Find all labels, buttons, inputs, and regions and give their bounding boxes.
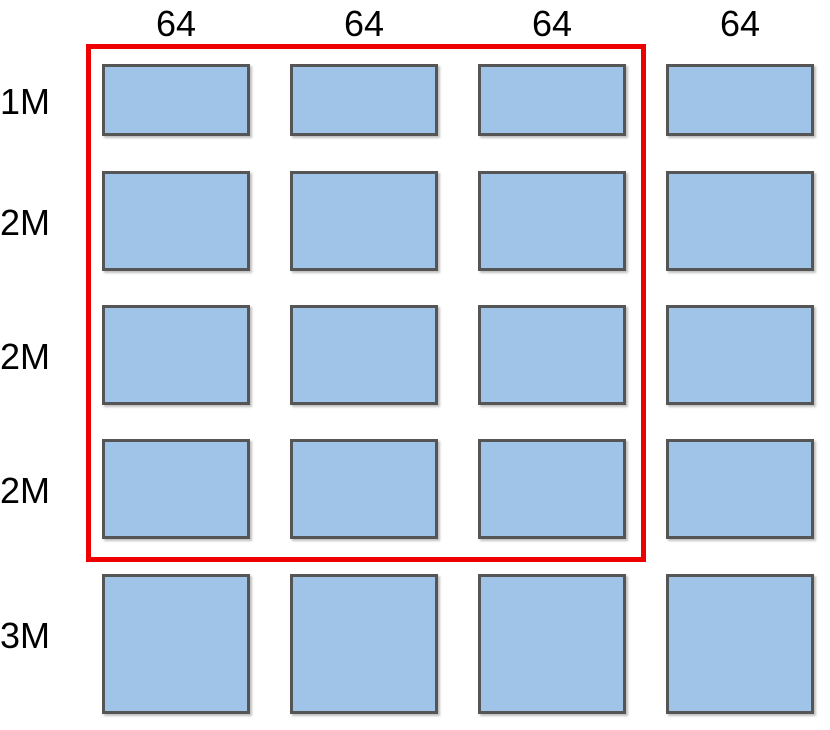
block-r4-c4 <box>666 439 814 539</box>
block-r1-c2 <box>290 64 438 136</box>
block-r4-c2 <box>290 439 438 539</box>
block-r1-c3 <box>478 64 626 136</box>
block-r5-c3 <box>478 574 626 714</box>
column-label-4: 64 <box>719 3 761 44</box>
block-r5-c2 <box>290 574 438 714</box>
block-r1-c4 <box>666 64 814 136</box>
row-label-5: 3M <box>0 615 51 656</box>
block-r4-c3 <box>478 439 626 539</box>
row-label-4: 2M <box>0 470 51 511</box>
selection-outline <box>86 44 646 562</box>
column-label-3: 64 <box>531 3 573 44</box>
block-r3-c1 <box>102 305 250 405</box>
row-label-3: 2M <box>0 336 51 377</box>
column-label-2: 64 <box>343 3 385 44</box>
block-r5-c1 <box>102 574 250 714</box>
block-r3-c3 <box>478 305 626 405</box>
block-r4-c1 <box>102 439 250 539</box>
block-r3-c4 <box>666 305 814 405</box>
row-label-1: 1M <box>0 81 51 122</box>
block-r2-c1 <box>102 171 250 271</box>
column-label-1: 64 <box>155 3 197 44</box>
block-r1-c1 <box>102 64 250 136</box>
block-r2-c4 <box>666 171 814 271</box>
block-r2-c2 <box>290 171 438 271</box>
row-label-2: 2M <box>0 202 51 243</box>
block-r5-c4 <box>666 574 814 714</box>
block-r2-c3 <box>478 171 626 271</box>
block-r3-c2 <box>290 305 438 405</box>
